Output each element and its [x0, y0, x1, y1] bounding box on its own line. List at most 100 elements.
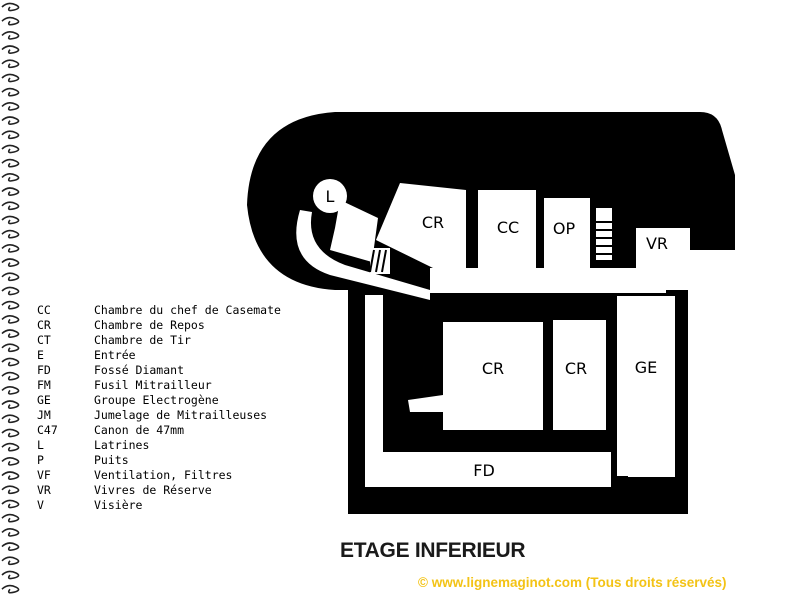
binding-loop [1, 485, 20, 495]
binding-loop [1, 329, 20, 338]
binding-loop [1, 542, 20, 551]
legend-code: VF [37, 468, 51, 482]
legend-row: E Entrée [37, 348, 281, 363]
legend-label: Canon de 47mm [94, 423, 185, 437]
binding-loop [1, 457, 20, 466]
legend-code: JM [37, 408, 51, 422]
binding-loop [1, 528, 20, 537]
legend-label: Latrines [94, 438, 150, 452]
stairs-left [369, 248, 390, 274]
binding-loop [1, 130, 20, 140]
binding-loop [1, 556, 20, 566]
passage-l [330, 200, 378, 262]
binding-loop [1, 158, 20, 168]
legend-code: E [37, 348, 44, 362]
legend-code: FD [37, 363, 51, 377]
binding-loop [1, 2, 20, 12]
legend-code: CR [37, 318, 51, 332]
binding-loop [1, 258, 20, 267]
legend-label: Chambre de Tir [94, 333, 191, 347]
legend-row: FD Fossé Diamant [37, 363, 281, 378]
fd-corridor [365, 452, 611, 487]
binding-loop [1, 513, 20, 523]
legend-row: C47 Canon de 47mm [37, 423, 281, 438]
cr-upper-room [376, 183, 466, 268]
legend-label: Jumelage de Mitrailleuses [94, 408, 268, 422]
binding-loop [1, 187, 20, 196]
binding-loop [1, 173, 20, 182]
binding-loop [1, 272, 20, 282]
legend-row: L Latrines [37, 438, 281, 453]
label-cr-upper: CR [422, 213, 444, 232]
legend-code: CT [37, 333, 51, 347]
corridor-main [430, 268, 666, 293]
label-ge: GE [635, 358, 658, 377]
binding-loop [1, 570, 20, 580]
legend-row: JM Jumelage de Mitrailleuses [37, 408, 281, 423]
legend-code: V [37, 498, 44, 512]
binding-loop [1, 442, 20, 452]
corridor-lower-left [365, 295, 383, 487]
legend-label: Ventilation, Filtres [94, 468, 233, 482]
binding-loop [1, 471, 20, 480]
fd-right [628, 452, 675, 477]
legend-label: Fossé Diamant [94, 363, 185, 377]
binding-loop [1, 215, 20, 225]
binding-loop [1, 244, 20, 253]
copyright-notice: © www.lignemaginot.com (Tous droits rése… [418, 575, 727, 590]
binding-loop [1, 286, 20, 296]
op-room [544, 198, 590, 268]
legend-label: Entrée [94, 348, 136, 362]
label-vr: VR [646, 234, 668, 253]
stairs-right [596, 208, 612, 260]
binding-loop [1, 499, 20, 509]
binding-loop [1, 144, 20, 154]
cr-lower-left-room [408, 322, 543, 430]
binding-loop [1, 229, 20, 239]
binding-loop [1, 300, 20, 310]
binding-loop [1, 102, 20, 111]
binding-loop [1, 386, 20, 395]
legend-row: GE Groupe Electrogène [37, 393, 281, 408]
binding-loop [1, 31, 20, 40]
legend-row: VR Vivres de Réserve [37, 483, 281, 498]
spiral-binding [1, 2, 20, 594]
binding-loop [1, 357, 20, 367]
legend-row: CT Chambre de Tir [37, 333, 281, 348]
binding-loop [1, 87, 20, 97]
legend-code: C47 [37, 423, 58, 437]
legend-label: Groupe Electrogène [94, 393, 219, 407]
binding-loop [1, 59, 20, 69]
binding-loop [1, 584, 20, 594]
rooms [296, 179, 690, 487]
legend-code: CC [37, 303, 51, 317]
legend-code: L [37, 438, 44, 452]
binding-loop [1, 428, 20, 438]
label-cc: CC [497, 218, 519, 237]
legend-label: Puits [94, 453, 129, 467]
legend-code: GE [37, 393, 51, 407]
label-op: OP [553, 219, 576, 238]
legend-code: FM [37, 378, 51, 392]
binding-loop [1, 201, 20, 211]
binding-loop [1, 371, 20, 381]
binding-loop [1, 400, 20, 409]
label-cr-lower-middle: CR [565, 359, 587, 378]
room-labels: L CR CC OP VR CR CR GE FD [326, 187, 668, 480]
legend-row: VF Ventilation, Filtres [37, 468, 281, 483]
binding-loop [1, 315, 20, 324]
binding-loop [1, 73, 20, 83]
legend-label: Vivres de Réserve [94, 483, 212, 497]
binding-loop [1, 116, 20, 125]
binding-loop [1, 343, 20, 353]
legend-code: VR [37, 483, 51, 497]
cr-lower-middle-room [553, 320, 606, 430]
ge-room [617, 296, 675, 476]
label-fd: FD [473, 461, 495, 480]
floor-title: ETAGE INFERIEUR [340, 539, 526, 562]
